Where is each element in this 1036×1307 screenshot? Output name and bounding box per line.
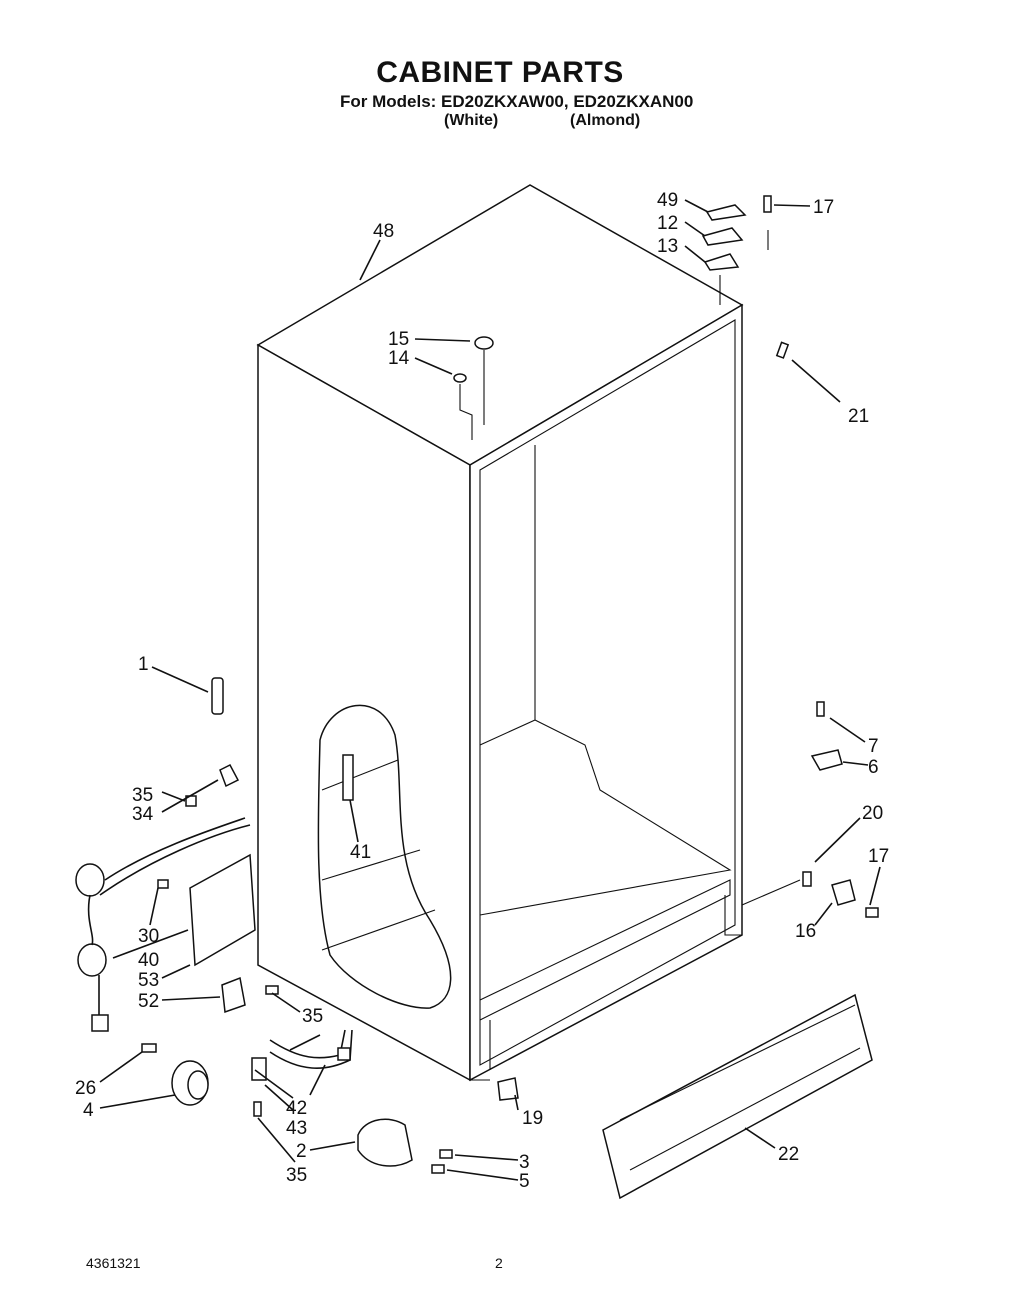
callout-17-top: 17	[813, 197, 834, 218]
callout-13: 13	[657, 236, 678, 257]
callout-53: 53	[138, 970, 159, 991]
callout-1: 1	[138, 654, 149, 675]
page-number: 2	[495, 1255, 503, 1271]
callout-35-lower: 35	[286, 1165, 307, 1186]
callout-26: 26	[75, 1078, 96, 1099]
callout-5: 5	[519, 1171, 530, 1192]
page-title: CABINET PARTS	[376, 56, 624, 89]
callout-30: 30	[138, 926, 159, 947]
callout-7: 7	[868, 736, 879, 757]
models-line: For Models: ED20ZKXAW00, ED20ZKXAN00	[340, 92, 694, 111]
variant-white: (White)	[444, 112, 499, 129]
callout-3: 3	[519, 1152, 530, 1173]
callout-49: 49	[657, 190, 678, 211]
left-side-parts	[75, 677, 353, 1117]
callout-48: 48	[373, 221, 394, 242]
document-number: 4361321	[86, 1255, 141, 1271]
callout-52: 52	[138, 991, 159, 1012]
callout-35-mid: 35	[302, 1006, 323, 1027]
callout-20: 20	[862, 803, 883, 824]
variant-almond: (Almond)	[570, 112, 641, 129]
callout-43: 43	[286, 1118, 307, 1139]
callout-41: 41	[350, 842, 371, 863]
callout-42: 42	[286, 1098, 307, 1119]
callout-34: 34	[132, 804, 154, 825]
callout-4: 4	[83, 1100, 94, 1121]
callout-6: 6	[868, 757, 879, 778]
callout-15: 15	[388, 329, 409, 350]
callout-16: 16	[795, 921, 816, 942]
callout-21: 21	[848, 406, 869, 427]
callout-12: 12	[657, 213, 678, 234]
cutaway-panel	[317, 704, 452, 1009]
callout-labels: 48 49 12 13 17 15 14 21 1 35 34 41 30 40…	[75, 190, 889, 1192]
leader-lines	[99, 199, 881, 1181]
callout-40: 40	[138, 950, 159, 971]
callout-19: 19	[522, 1108, 543, 1129]
right-bottom-parts	[357, 701, 879, 1200]
top-hinge-parts	[453, 195, 790, 440]
callout-2: 2	[296, 1141, 307, 1162]
callout-14: 14	[388, 348, 410, 369]
callout-17-right: 17	[868, 846, 889, 867]
callout-22: 22	[778, 1144, 799, 1165]
callout-35-upper: 35	[132, 785, 153, 806]
